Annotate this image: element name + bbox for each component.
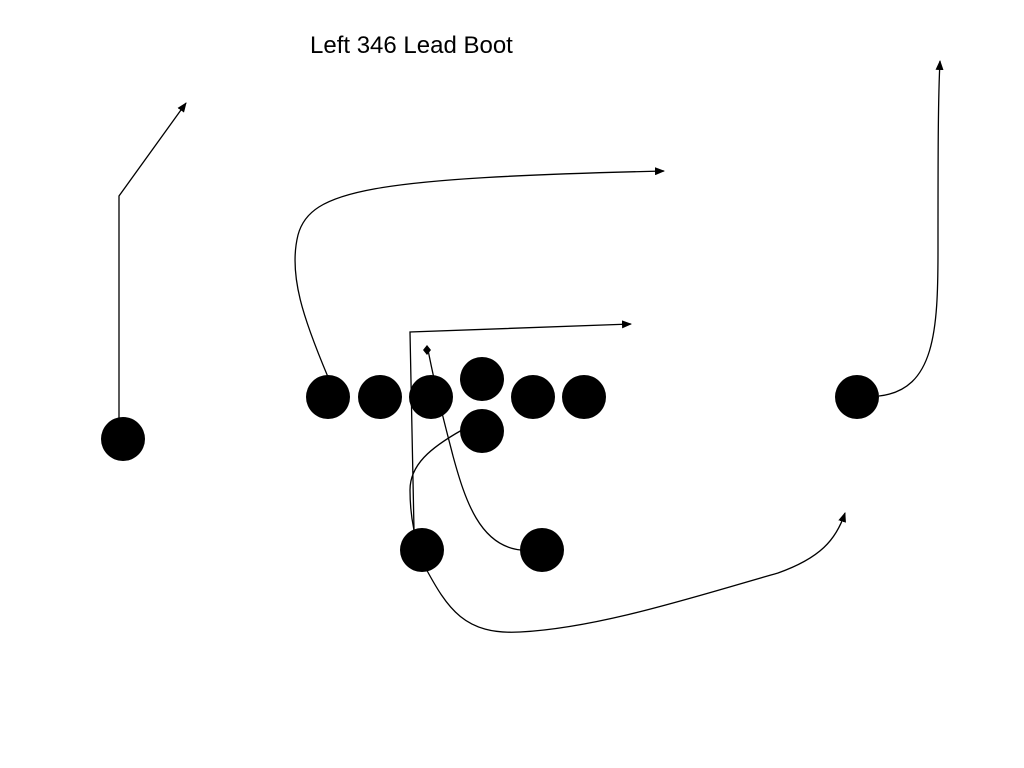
player-fullback (400, 528, 444, 572)
player-tailback (520, 528, 564, 572)
player-left-guard (409, 375, 453, 419)
player-left-tight-end (306, 375, 350, 419)
route-lines (118, 60, 944, 633)
player-right-tackle (562, 375, 606, 419)
route-flat-drag (409, 320, 632, 531)
route-right-receiver-go (878, 60, 944, 397)
player-right-guard (511, 375, 555, 419)
player-center (460, 357, 504, 401)
players (101, 357, 879, 572)
player-right-receiver (835, 375, 879, 419)
play-title: Left 346 Lead Boot (310, 32, 513, 59)
route-left-receiver-post (118, 102, 187, 418)
player-quarterback (460, 409, 504, 453)
route-quarterback-boot (423, 512, 846, 633)
handoff-mark (423, 345, 431, 355)
player-left-receiver (101, 417, 145, 461)
player-left-tackle (358, 375, 402, 419)
route-center-snap (409, 429, 463, 531)
route-tight-end-crossing (294, 167, 665, 378)
